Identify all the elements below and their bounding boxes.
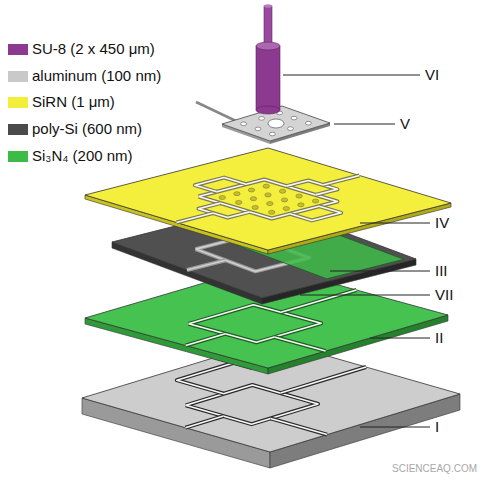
- plate-hole: [255, 127, 261, 131]
- callout-number: III: [435, 262, 448, 280]
- etched-channel: [186, 385, 318, 424]
- legend-swatch: [8, 124, 28, 135]
- legend-swatch: [8, 71, 28, 82]
- leader-line: [283, 75, 420, 76]
- plate-center-hole: [268, 119, 284, 128]
- etched-channel: [189, 305, 322, 343]
- layer-top: [85, 148, 451, 250]
- legend-text: SiRN (1 μm): [32, 93, 115, 111]
- callout-number: IV: [435, 214, 449, 232]
- plate-hole: [305, 121, 311, 125]
- watermark: SCIENCEAQ.COM: [392, 463, 477, 475]
- tube-thick: [256, 46, 280, 110]
- sirn-membrane-layer: [85, 148, 451, 254]
- etched-channel: [177, 213, 214, 222]
- membrane-hole: [263, 184, 269, 188]
- leader-line: [330, 271, 430, 272]
- membrane-hole: [283, 207, 289, 211]
- etched-channel: [195, 178, 246, 192]
- lead-wire: [196, 102, 236, 121]
- etched-channel: [186, 334, 226, 346]
- membrane-hole: [279, 189, 285, 193]
- etched-channel: [189, 305, 322, 343]
- etched-channel: [187, 260, 226, 270]
- membrane-hole: [312, 199, 318, 203]
- legend-swatch: [8, 151, 28, 162]
- etched-channel: [290, 206, 341, 220]
- legend-text: SU-8 (2 x 450 μm): [32, 40, 155, 58]
- legend-text: Si₃N₄ (200 nm): [32, 147, 133, 165]
- electrode-plate: [222, 106, 330, 141]
- membrane-hole: [298, 203, 304, 207]
- membrane-hole: [248, 188, 254, 192]
- membrane-hole: [267, 202, 273, 206]
- etched-channel: [187, 260, 226, 270]
- legend-swatch: [8, 44, 28, 55]
- etched-channel: [195, 178, 246, 192]
- legend-text: poly-Si (600 nm): [32, 120, 142, 138]
- callout-number: V: [400, 115, 410, 133]
- membrane-hole: [281, 198, 287, 202]
- leader-line: [300, 295, 430, 296]
- membrane-hole: [269, 210, 275, 214]
- plate-hole: [287, 127, 293, 131]
- tube-shoulder: [256, 42, 280, 50]
- membrane-hole: [296, 194, 302, 198]
- membrane-hole: [236, 200, 242, 204]
- plate-hole: [241, 122, 247, 126]
- callout-number: I: [435, 418, 439, 436]
- callout-number: II: [435, 329, 443, 347]
- etched-channel: [323, 176, 360, 185]
- etched-channel: [199, 180, 338, 219]
- etched-channel: [186, 334, 226, 346]
- etched-channel: [271, 418, 327, 434]
- etched-channel: [274, 337, 325, 351]
- etched-channel: [177, 213, 214, 222]
- etched-channel: [185, 416, 223, 428]
- plate-hole: [291, 116, 297, 120]
- membrane-hole: [250, 197, 256, 201]
- plate-hole: [269, 132, 275, 136]
- callout-number: VI: [425, 66, 439, 84]
- membrane-hole: [219, 196, 225, 200]
- etched-channel: [290, 206, 341, 220]
- etched-channel: [323, 176, 360, 185]
- callout-number: VII: [435, 286, 453, 304]
- etched-channel: [281, 367, 367, 393]
- etched-channel: [185, 416, 223, 428]
- membrane-hole: [252, 205, 258, 209]
- leader-line: [360, 223, 430, 224]
- etched-channel: [199, 180, 338, 219]
- etched-channel: [271, 418, 327, 434]
- tube-end: [264, 4, 272, 8]
- etched-channel: [274, 337, 325, 351]
- leader-line: [334, 124, 395, 125]
- etched-channel: [281, 367, 367, 393]
- leader-line: [360, 427, 430, 428]
- legend-text: aluminum (100 nm): [32, 67, 161, 85]
- membrane-hole: [234, 192, 240, 196]
- membrane-hole: [265, 193, 271, 197]
- plate-hole: [259, 117, 265, 121]
- leader-line: [370, 338, 430, 339]
- tube-bottom: [256, 106, 280, 114]
- etched-channel: [186, 385, 318, 424]
- legend-swatch: [8, 97, 28, 108]
